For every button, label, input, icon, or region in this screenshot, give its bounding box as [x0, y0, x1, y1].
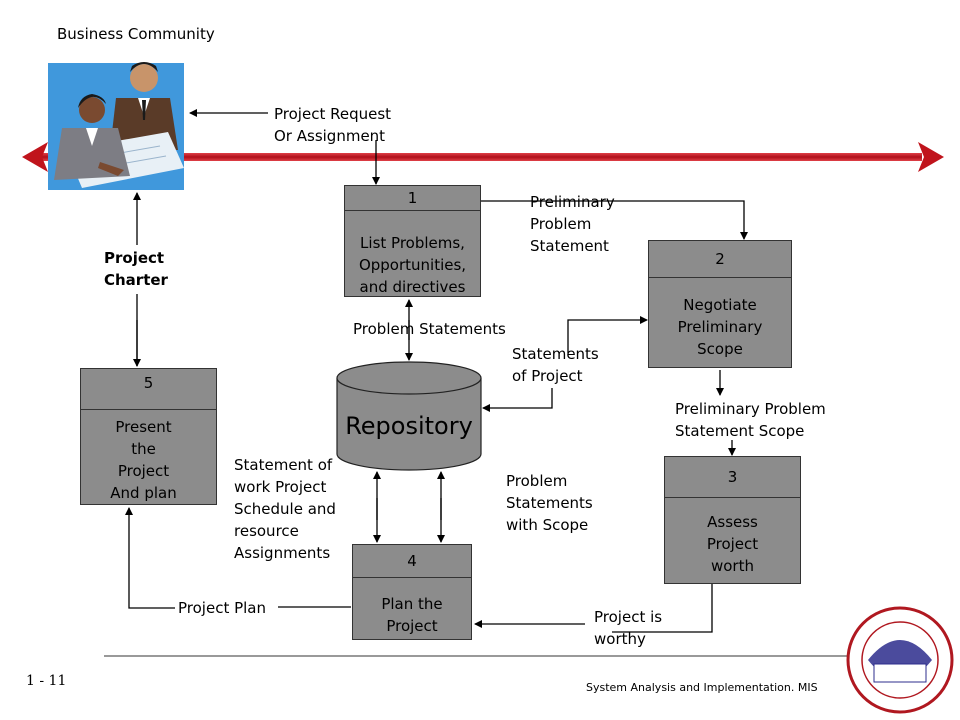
process-3-number: 3 [665, 457, 800, 498]
problem-statements-label: Problem Statements [353, 320, 506, 338]
slide-number: 1 - 11 [26, 673, 67, 689]
preliminary-problem-statement-scope-label: Preliminary Problem Statement Scope [675, 400, 826, 440]
plan-to-p5-arrow [125, 507, 175, 609]
process-5-box: 5 Present the Project And plan [80, 368, 217, 505]
process-1-label: List Problems, Opportunities, and direct… [358, 234, 467, 296]
process-4-number: 4 [353, 545, 471, 578]
course-footer: System Analysis and Implementation. MIS [586, 681, 818, 694]
process-2-label: Negotiate Preliminary Scope [677, 296, 763, 358]
statement-of-work-label: Statement of work Project Schedule and r… [234, 456, 336, 562]
statements-to-repo-arrow [482, 388, 553, 412]
red-timeline-arrow [22, 142, 944, 172]
process-1-number: 1 [345, 186, 480, 211]
process-1-box: 1 List Problems, Opportunities, and dire… [344, 185, 481, 297]
business-people-illustration [48, 62, 184, 190]
process-4-box: 4 Plan the Project [352, 544, 472, 640]
problem-statements-with-scope-label: Problem Statements with Scope [506, 472, 593, 534]
process-2-box: 2 Negotiate Preliminary Scope [648, 240, 792, 368]
process-3-box: 3 Assess Project worth [664, 456, 801, 584]
p3-worthy-line [612, 584, 713, 633]
preliminary-problem-statement-label: Preliminary Problem Statement [530, 193, 615, 255]
project-request-label: Project Request Or Assignment [274, 105, 392, 145]
p1-to-p2-arrow [481, 200, 748, 240]
process-2-number: 2 [649, 241, 791, 278]
college-logo [846, 606, 954, 714]
process-5-label: Present the Project And plan [110, 418, 177, 502]
statements-to-p2-arrow [567, 316, 648, 353]
process-3-label: Assess Project worth [706, 513, 759, 575]
project-plan-label: Project Plan [178, 599, 267, 617]
process-4-label: Plan the Project [381, 595, 443, 635]
project-is-worthy-label: Project is worthy [594, 608, 663, 648]
business-community-label: Business Community [57, 25, 215, 43]
repository-cylinder [336, 361, 482, 471]
statements-of-project-label: Statements of Project [512, 345, 599, 385]
repository-label: Repository [345, 412, 473, 440]
project-charter-label: Project Charter [104, 249, 168, 289]
process-5-number: 5 [81, 369, 216, 410]
